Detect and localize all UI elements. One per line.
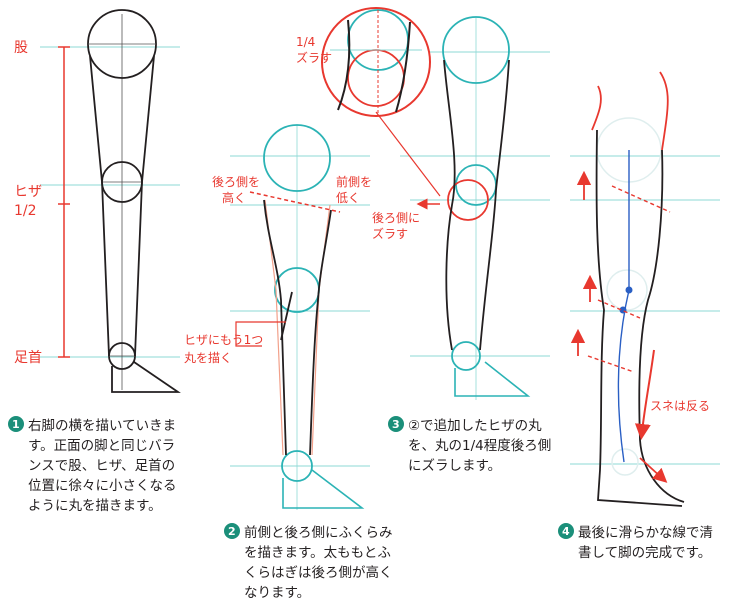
spine-line xyxy=(617,150,630,463)
label-knee: ヒザ xyxy=(14,184,42,200)
label-shift-top-2: ズラす xyxy=(296,50,332,65)
label-front-low-2: 低く xyxy=(336,191,360,205)
step-1-line-1: 右脚の横を描いていきま xyxy=(28,418,176,434)
panel-4: スネは反る xyxy=(570,71,720,507)
step-3-caption: 3 ②で追加したヒザの丸 を、丸の1/4程度後ろ側 にズラします。 xyxy=(388,416,551,474)
step-2-line-2: を描きます。太ももとふ xyxy=(244,545,391,561)
label-shift-back-2: ズラす xyxy=(372,226,408,241)
step-2-line-3: くらはぎは後ろ側が高く xyxy=(244,564,393,581)
step-2-number: 2 xyxy=(228,525,236,538)
panel-2: 後ろ側を 高く 前側を 低く ヒザにもう1つ 丸を描く xyxy=(184,124,372,510)
step-3-line-1: ②で追加したヒザの丸 xyxy=(408,418,542,434)
label-shift-back-1: 後ろ側に xyxy=(372,211,420,225)
step-1-caption: 1 右脚の横を描いていきま す。正面の脚と同じバラ ンスで股、ヒザ、足首の 位置… xyxy=(8,416,177,514)
magnifier-circle xyxy=(321,7,431,117)
step-3-number: 3 xyxy=(392,418,400,431)
panel-3: 1/4 ズラす 後ろ側に ズラす xyxy=(296,7,550,400)
step-3-line-2: を、丸の1/4程度後ろ側 xyxy=(408,438,551,454)
panel-1: 股 ヒザ 1/2 足首 xyxy=(14,9,181,393)
step-3-line-3: にズラします。 xyxy=(408,458,501,474)
step-1-line-4: 位置に徐々に小さくなる xyxy=(28,478,177,494)
label-shin: スネは反る xyxy=(650,399,710,413)
step-1-line-3: ンスで股、ヒザ、足首の xyxy=(28,458,175,474)
step-4-number: 4 xyxy=(562,525,570,538)
step-2-caption: 2 前側と後ろ側にふくらみ を描きます。太ももとふ くらはぎは後ろ側が高く なり… xyxy=(224,523,393,601)
label-half: 1/2 xyxy=(14,203,37,219)
step-4-line-2: 書して脚の完成です。 xyxy=(578,545,711,561)
label-knee-extra-1: ヒザにもう1つ xyxy=(184,333,263,347)
label-back-high-2: 高く xyxy=(222,190,246,205)
shifted-knee-circle xyxy=(447,179,489,221)
ankle-circle-2 xyxy=(281,450,313,482)
label-front-low-1: 前側を xyxy=(336,174,372,189)
label-knee-extra-2: 丸を描く xyxy=(184,351,232,365)
step-2-line-4: なります。 xyxy=(244,585,310,601)
step-1-number: 1 xyxy=(12,418,20,431)
label-back-high-1: 後ろ側を xyxy=(212,175,260,189)
label-ankle: 足首 xyxy=(14,350,42,366)
foot-shape xyxy=(111,361,181,393)
step-1-line-5: ように丸を描きます。 xyxy=(28,498,162,514)
step-2-line-1: 前側と後ろ側にふくらみ xyxy=(244,524,393,541)
label-thigh: 股 xyxy=(14,40,28,56)
hip-circle-2 xyxy=(263,124,331,192)
step-4-caption: 4 最後に滑らかな線で清 書して脚の完成です。 xyxy=(558,523,713,561)
step-4-line-1: 最後に滑らかな線で清 xyxy=(578,525,713,541)
label-shift-top-1: 1/4 xyxy=(296,35,315,49)
step-1-line-2: す。正面の脚と同じバラ xyxy=(28,438,175,454)
